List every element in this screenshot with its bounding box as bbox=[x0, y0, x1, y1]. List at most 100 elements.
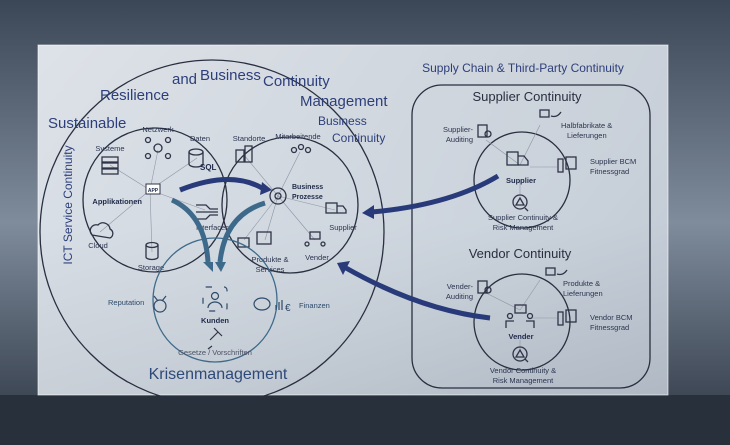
audit-document-icon bbox=[477, 124, 492, 138]
label-vender: Vender bbox=[305, 253, 329, 262]
ict-circle bbox=[82, 127, 228, 273]
medal-icon bbox=[153, 295, 167, 313]
business-title-word: Continuity bbox=[332, 131, 385, 145]
interfaces-icon bbox=[196, 204, 218, 220]
main-title-word: Business bbox=[200, 67, 261, 84]
main-title-word: Resilience bbox=[100, 87, 169, 104]
lieferungen-label: Lieferungen bbox=[567, 131, 607, 140]
network-icon bbox=[144, 136, 172, 160]
business-title-word: Business bbox=[318, 114, 367, 128]
floor bbox=[0, 395, 730, 445]
supplier-center-label: Supplier bbox=[506, 176, 536, 185]
supplier-circle bbox=[473, 131, 571, 229]
supplier-risk-label-2: Risk Management bbox=[493, 223, 554, 232]
label-daten: Daten bbox=[190, 134, 210, 143]
main-title-word: Management bbox=[300, 93, 388, 110]
team-icon bbox=[290, 143, 312, 154]
arrowhead bbox=[362, 205, 374, 219]
storage-icon bbox=[145, 241, 159, 261]
supplier-bcm-label: Supplier BCM bbox=[590, 157, 636, 166]
server-icon bbox=[101, 156, 119, 175]
main-title-word: and bbox=[172, 71, 197, 88]
label-applikationen: Applikationen bbox=[92, 197, 142, 206]
business-circle bbox=[221, 136, 359, 274]
supplier-spokes bbox=[485, 124, 557, 195]
vendor-meeting-icon bbox=[304, 231, 326, 247]
supply-chain-panel bbox=[411, 84, 651, 389]
vendor-continuity-title: Vendor Continuity bbox=[469, 246, 572, 261]
vendor-meeting-icon bbox=[505, 304, 535, 328]
ict-title: ICT Service Continuity bbox=[61, 145, 75, 264]
label-gesetze-vorschriften: Gesetze / Vorschriften bbox=[178, 348, 252, 357]
main-title-word: Sustainable bbox=[48, 115, 126, 132]
label-standorte: Standorte bbox=[233, 134, 266, 143]
arrowhead bbox=[260, 182, 272, 195]
vendor-bcm-label: Vendor BCM bbox=[590, 313, 633, 322]
main-title: Sustainable Resilience and Business Cont… bbox=[48, 67, 388, 132]
gavel-icon bbox=[207, 327, 223, 350]
supplier-risk-label: Supplier Continuity & bbox=[488, 213, 558, 222]
label-kunden: Kunden bbox=[201, 316, 229, 325]
business-process-icon bbox=[269, 187, 287, 205]
label-storage: Storage bbox=[138, 263, 164, 272]
boxes-hand-icon bbox=[545, 267, 568, 276]
supplier-fitnessgrad-label: Fitnessgrad bbox=[590, 167, 629, 176]
vendor-to-business-arrow bbox=[344, 265, 491, 321]
label-interfaces: Interfaces bbox=[196, 223, 229, 232]
label-systeme: Systeme bbox=[95, 144, 124, 153]
arrowhead bbox=[203, 262, 213, 272]
fitness-icon bbox=[557, 156, 577, 173]
vendor-auditing-label-2: Auditing bbox=[446, 292, 473, 301]
buildings-icon bbox=[235, 145, 253, 163]
vendor-lieferungen-label: Lieferungen bbox=[563, 289, 603, 298]
label-reputation: Reputation bbox=[108, 298, 144, 307]
vendor-risk-label: Vendor Continuity & bbox=[490, 366, 556, 375]
vendor-risk-label-2: Risk Management bbox=[493, 376, 554, 385]
supplier-auditing-label-2: Auditing bbox=[446, 135, 473, 144]
cloud-icon bbox=[89, 222, 114, 239]
label-produkte: Produkte & bbox=[251, 255, 288, 264]
fitness-icon bbox=[557, 309, 577, 326]
customers-icon bbox=[202, 286, 228, 312]
svg-text:€: € bbox=[285, 303, 291, 314]
business-label: Business bbox=[292, 184, 323, 191]
vendor-produkte-label: Produkte & bbox=[563, 279, 600, 288]
sql-text: SQL bbox=[200, 163, 217, 172]
database-icon bbox=[188, 148, 204, 168]
truck-icon bbox=[506, 151, 529, 166]
vendor-center-label: Vender bbox=[508, 332, 533, 341]
app-text: APP bbox=[148, 188, 159, 194]
boxes-hand-icon bbox=[539, 109, 562, 118]
label-cloud: Cloud bbox=[88, 241, 108, 250]
risk-search-icon bbox=[512, 346, 529, 363]
label-supplier: Supplier bbox=[329, 223, 357, 232]
krisen-title: Krisenmanagement bbox=[149, 366, 288, 383]
arrowhead bbox=[215, 262, 226, 272]
truck-icon bbox=[325, 202, 347, 214]
main-circle bbox=[39, 59, 385, 405]
risk-search-icon bbox=[512, 194, 529, 212]
glass-board bbox=[37, 44, 669, 396]
halbfabrikate-label: Halbfabrikate & bbox=[561, 121, 612, 130]
vendor-auditing-label: Vender- bbox=[447, 282, 474, 291]
arrowhead bbox=[337, 261, 350, 275]
business-to-krisen-arrow bbox=[217, 200, 266, 263]
audit-document-icon bbox=[477, 280, 492, 294]
label-services: Services bbox=[256, 265, 285, 274]
business-title: Business Continuity bbox=[318, 114, 385, 145]
piggy-bank-euro-icon: € bbox=[253, 297, 291, 314]
ict-to-krisen-arrow bbox=[170, 197, 211, 263]
label-mitarbeitende: Mitarbeitende bbox=[275, 132, 320, 141]
ict-to-business-arrow bbox=[179, 177, 264, 193]
krisen-circle bbox=[152, 237, 278, 363]
label-finanzen: Finanzen bbox=[299, 301, 330, 310]
vendor-fitnessgrad-label: Fitnessgrad bbox=[590, 323, 629, 332]
main-title-word: Continuity bbox=[263, 73, 330, 90]
app-icon: APP bbox=[145, 183, 161, 195]
label-netzwerk: Netzwerk bbox=[142, 125, 174, 134]
supplier-auditing-label: Supplier- bbox=[443, 125, 474, 134]
supplier-to-business-arrow bbox=[371, 173, 500, 215]
supplier-continuity-title: Supplier Continuity bbox=[472, 89, 582, 104]
prozesse-label: Prozesse bbox=[292, 194, 323, 201]
